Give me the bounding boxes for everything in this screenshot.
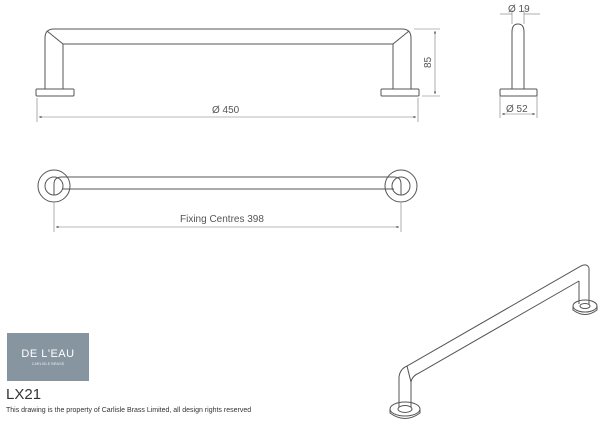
width-dimension-label: Ø 450 (212, 105, 240, 116)
iso-left-rose-top (389, 401, 421, 417)
rail-right-bevel (392, 30, 410, 45)
fixing-centres-dimension (53, 203, 402, 232)
isometric-view (389, 264, 598, 419)
logo-brand-text: DE L'EAU (21, 347, 75, 360)
rose-diameter-label: Ø 52 (506, 104, 528, 115)
rights-notice: This drawing is the property of Carlisle… (6, 407, 252, 414)
right-rose-outer (384, 169, 418, 203)
iso-right-rose-top (572, 299, 598, 313)
rail-left-bevel (46, 30, 64, 45)
fixing-centres-label: Fixing Centres 398 (180, 214, 264, 225)
model-code: LX21 (6, 386, 42, 403)
plan-bar-outline (53, 176, 402, 195)
iso-rail-bottom (410, 280, 580, 383)
right-rose-front (380, 88, 420, 97)
height-dimension-label: 85 (423, 56, 434, 68)
bar-diameter-label: Ø 19 (508, 4, 530, 15)
iso-right-rose-side (572, 306, 598, 315)
side-bar-profile (511, 23, 525, 89)
iso-left-corner (406, 365, 412, 383)
iso-left-rose-side (389, 409, 421, 419)
rail-outer-profile (44, 28, 412, 89)
rail-inner-profile (62, 43, 394, 89)
iso-left-rose-socket (397, 405, 413, 413)
side-rose (499, 88, 538, 97)
plan-view (37, 169, 418, 203)
side-dimensions (499, 10, 540, 118)
height-dimension (414, 28, 440, 97)
brand-logo: DE L'EAU CARLISLE BRASS (7, 333, 89, 381)
iso-rail-top (398, 264, 590, 378)
front-elevation (35, 28, 420, 97)
width-dimension (36, 98, 419, 122)
left-rose-outer (37, 169, 71, 203)
iso-right-rose-socket (579, 303, 591, 309)
left-rose-front (35, 88, 75, 97)
logo-subtitle-text: CARLISLE BRASS (31, 361, 65, 366)
side-elevation (499, 23, 538, 97)
